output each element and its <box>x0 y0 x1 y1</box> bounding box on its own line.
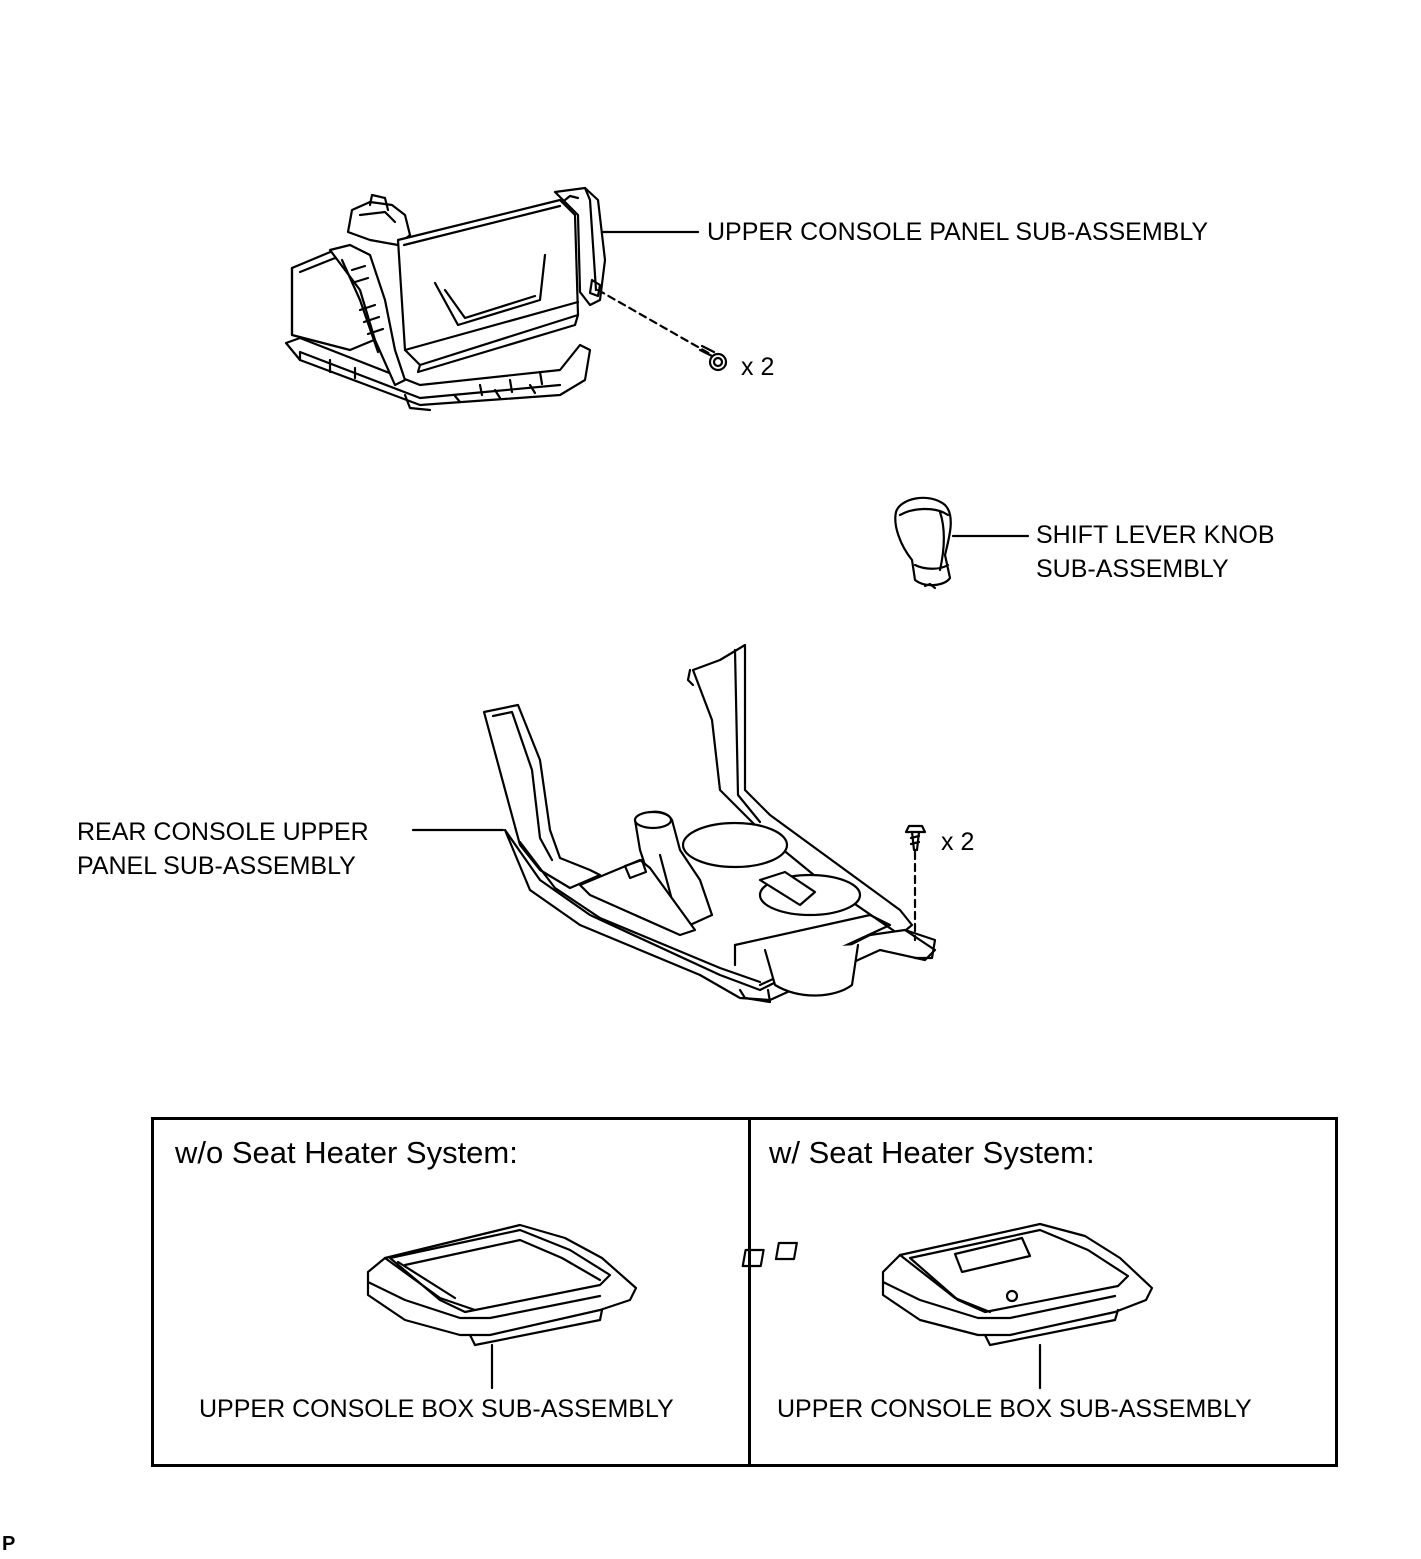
rear-console-upper-panel-drawing <box>482 643 937 1004</box>
upper-screw-dashed-line <box>596 288 714 357</box>
variant-part-label-with-heater: UPPER CONSOLE BOX SUB-ASSEMBLY <box>777 1395 1252 1423</box>
rear-console-label-line1: REAR CONSOLE UPPER <box>77 818 369 846</box>
console-box-heater-drawing <box>741 1222 1154 1347</box>
screw-icon-mid <box>904 824 927 852</box>
shift-knob-label-line2: SUB-ASSEMBLY <box>1036 555 1229 583</box>
variant-heading-without-heater: w/o Seat Heater System: <box>175 1135 518 1170</box>
seat-heater-switch-icons <box>741 1236 1032 1274</box>
variant-part-label-without-heater: UPPER CONSOLE BOX SUB-ASSEMBLY <box>199 1395 674 1423</box>
console-box-plain-drawing <box>366 1223 638 1347</box>
variant-divider <box>748 1117 751 1467</box>
shift-knob-label-line1: SHIFT LEVER KNOB <box>1036 521 1275 549</box>
upper-console-panel-drawing <box>284 186 607 412</box>
variant-table <box>151 1117 1338 1467</box>
corner-mark: P <box>2 1533 16 1555</box>
screw-qty-top-label: x 2 <box>741 353 775 381</box>
rear-console-label-line2: PANEL SUB-ASSEMBLY <box>77 852 356 880</box>
variant-heading-with-heater: w/ Seat Heater System: <box>769 1135 1095 1170</box>
screw-qty-mid-label: x 2 <box>941 828 975 856</box>
shift-lever-knob-drawing <box>894 496 952 590</box>
upper-console-panel-label: UPPER CONSOLE PANEL SUB-ASSEMBLY <box>707 218 1209 246</box>
screw-icon <box>698 344 728 372</box>
